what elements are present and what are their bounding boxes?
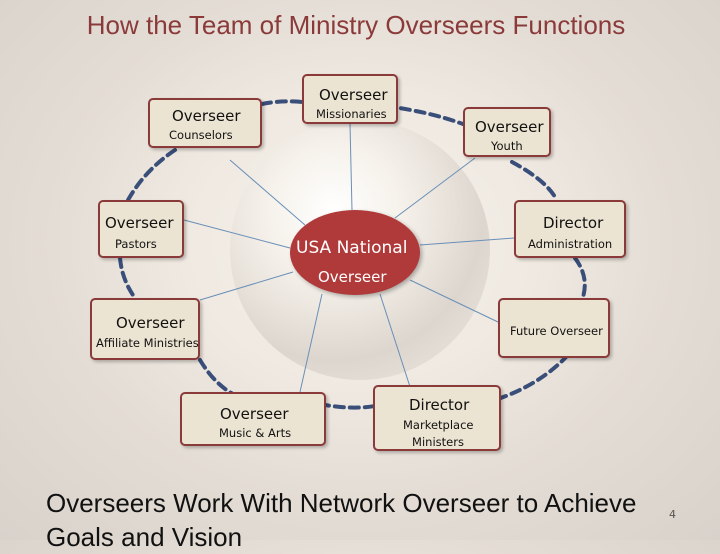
spoke-youth (394, 157, 476, 219)
node-marketplace-ministers: Director Marketplace Ministers (373, 385, 501, 451)
node-subtitle: Future Overseer (510, 324, 603, 338)
node-title: Overseer (319, 86, 388, 104)
node-music-arts: Overseer Music & Arts (180, 392, 326, 446)
spoke-marketplace (379, 293, 413, 394)
node-subtitle: Affiliate Ministries (96, 336, 199, 350)
node-future-overseer: Future Overseer (498, 298, 610, 358)
node-subtitle: Marketplace Ministers (403, 418, 474, 449)
ring-left-lower (118, 256, 137, 300)
node-title: Overseer (172, 107, 241, 125)
ring-left-upper (126, 148, 177, 202)
center-node-subtitle: Overseer (318, 268, 387, 286)
footer-statement: Overseers Work With Network Overseer to … (46, 488, 637, 552)
node-subtitle: Administration (528, 237, 613, 251)
node-subtitle: Music & Arts (219, 426, 292, 440)
node-administration: Director Administration (514, 200, 626, 258)
node-subtitle: Missionaries (316, 107, 387, 121)
node-title: Overseer (116, 314, 185, 332)
node-youth: Overseer Youth (463, 107, 551, 157)
ring-top-left (260, 99, 304, 106)
spoke-administration (419, 237, 515, 246)
ring-right-lower (573, 256, 587, 302)
node-title: Overseer (220, 405, 289, 423)
ring-bottom-right (493, 353, 570, 402)
spoke-counselors (229, 159, 306, 226)
node-subtitle: Counselors (169, 128, 233, 142)
node-subtitle: Pastors (115, 237, 157, 251)
page-number: 4 (669, 508, 676, 521)
node-title: Director (543, 214, 604, 232)
node-title: Overseer (475, 118, 544, 136)
node-subtitle: Youth (491, 139, 523, 153)
spoke-affiliate (199, 271, 294, 301)
ring-bottom (318, 402, 377, 410)
connector-layer (118, 99, 587, 410)
node-pastors: Overseer Pastors (98, 200, 184, 258)
ring-bottom-left (198, 358, 237, 397)
node-missionaries: Overseer Missionaries (302, 74, 398, 124)
center-node-title: USA National (296, 238, 408, 258)
center-node (290, 210, 420, 295)
node-title: Overseer (105, 214, 174, 232)
node-title: Director (409, 396, 470, 414)
page-title: How the Team of Ministry Overseers Funct… (86, 10, 626, 40)
node-affiliate-ministries: Overseer Affiliate Ministries (90, 298, 200, 360)
spoke-music (299, 293, 323, 393)
node-counselors: Overseer Counselors (148, 98, 262, 148)
spoke-missionaries (349, 123, 353, 211)
spoke-pastors (183, 219, 291, 249)
spoke-future (409, 279, 499, 323)
ring-right-upper (510, 160, 557, 199)
